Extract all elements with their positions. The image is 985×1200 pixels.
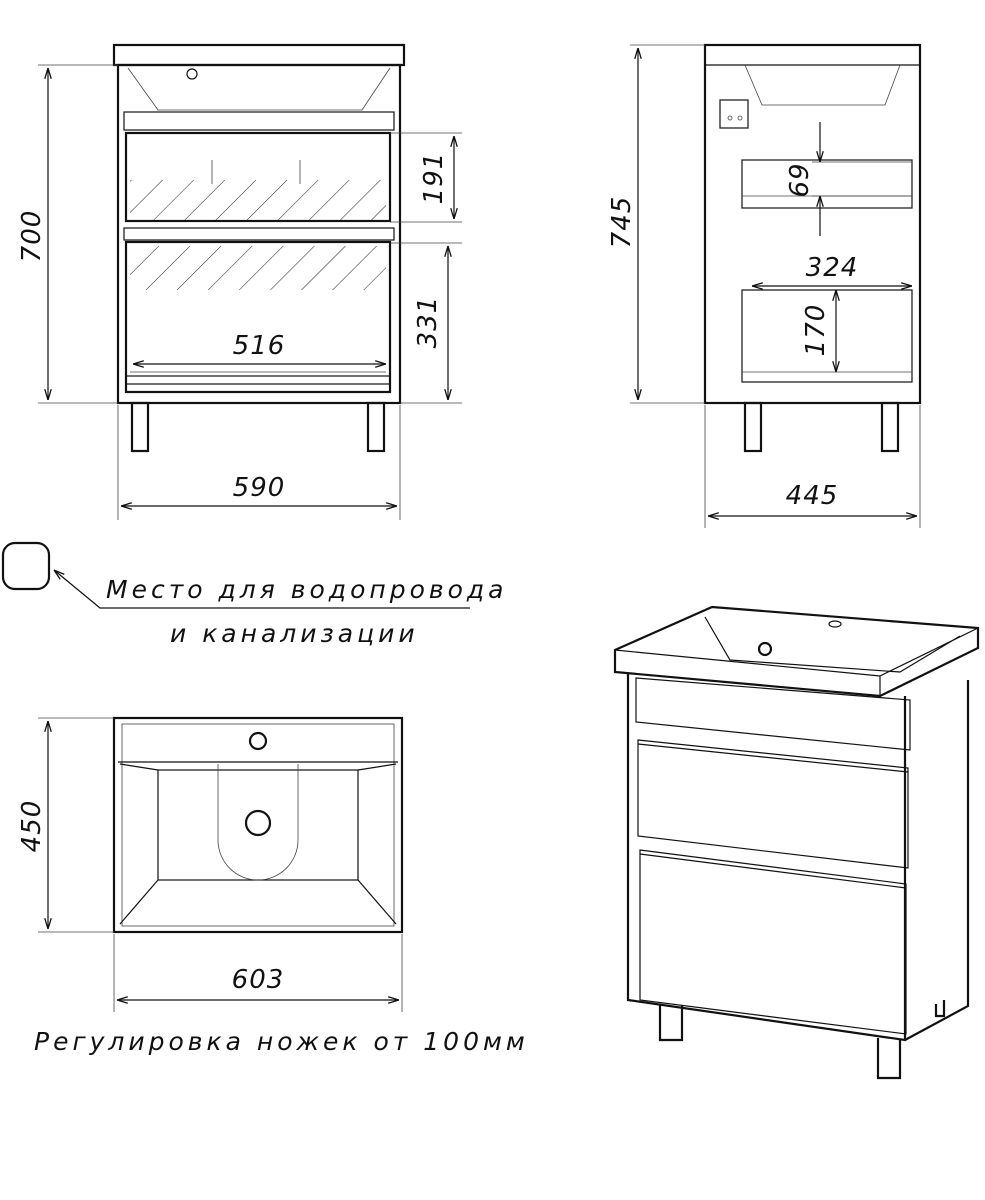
dim-side-gap: 69 xyxy=(785,162,815,197)
isometric-view xyxy=(613,605,980,1080)
front-leg-right xyxy=(366,401,386,453)
front-drawer-upper xyxy=(124,131,392,223)
front-drawer-upper-hatch xyxy=(130,180,386,220)
iso-top-strip xyxy=(635,677,911,751)
front-sink-top xyxy=(112,43,406,67)
front-faucet-hole xyxy=(186,68,198,80)
iso-drawer-lower xyxy=(639,849,907,1035)
dim-drawer-upper: 191 xyxy=(419,152,449,205)
side-drawer-upper xyxy=(741,159,913,209)
dim-side-inner-depth: 324 xyxy=(806,253,859,283)
side-leg-left xyxy=(743,401,763,453)
dim-inner-width: 516 xyxy=(233,331,286,361)
dim-side-depth: 445 xyxy=(786,481,839,511)
dim-side-drawer: 170 xyxy=(801,304,831,357)
front-drawer-lower-hatch xyxy=(130,246,386,290)
front-top-strip xyxy=(123,111,395,131)
dim-top-width: 603 xyxy=(232,965,285,995)
front-divider xyxy=(123,227,395,241)
dim-top-depth: 450 xyxy=(17,800,47,853)
dim-side-height: 745 xyxy=(607,196,637,249)
iso-leg-front-left xyxy=(658,1005,684,1042)
side-leg-right xyxy=(880,401,900,453)
top-sink-bowl xyxy=(157,769,359,881)
iso-drawer-upper xyxy=(637,739,909,869)
dim-front-width: 590 xyxy=(233,473,286,503)
iso-body-side xyxy=(904,680,970,1041)
front-sink-bowl xyxy=(127,67,391,111)
top-drain-hole xyxy=(244,809,272,837)
side-drawer-lower xyxy=(741,289,913,383)
dim-drawer-lower: 331 xyxy=(413,296,443,349)
iso-leg-back-right xyxy=(934,1000,946,1018)
side-cabinet-body xyxy=(703,43,922,405)
side-view: 745 445 69 324 170 xyxy=(607,43,922,528)
dim-front-height: 700 xyxy=(17,210,47,263)
hatch-legend-swatch xyxy=(1,541,51,591)
front-drawer-lower xyxy=(124,240,392,394)
plumbing-legend: Место для водопровода и канализации xyxy=(1,541,508,648)
top-view: 450 603 xyxy=(17,716,404,1012)
top-faucet-hole xyxy=(248,731,268,751)
iso-sink-top xyxy=(613,605,980,698)
top-outline xyxy=(112,716,404,934)
legs-note: Регулировка ножек от 100мм xyxy=(34,1027,529,1056)
front-leg-left xyxy=(130,401,150,453)
top-siphon xyxy=(217,764,299,881)
iso-leg-front-right xyxy=(876,1038,902,1080)
front-view: 700 590 191 331 516 xyxy=(17,43,462,520)
plumbing-note-line2: и канализации xyxy=(170,619,419,648)
iso-faucet-hole xyxy=(828,620,842,628)
iso-body-front xyxy=(626,674,907,1042)
front-cabinet-body xyxy=(116,63,402,405)
iso-drain xyxy=(757,641,773,657)
plumbing-note-line1: Место для водопровода xyxy=(106,575,508,604)
side-sink-bowl xyxy=(744,64,901,106)
